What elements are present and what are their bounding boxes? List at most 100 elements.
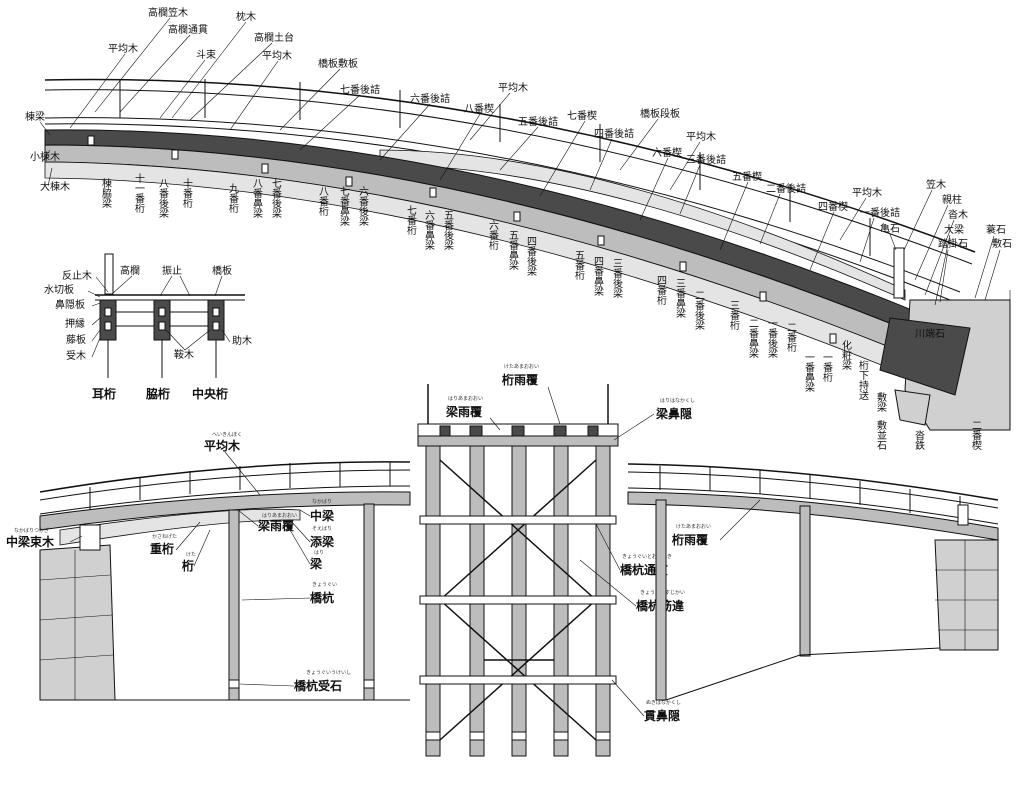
label-kameishi: 亀石 [880, 222, 900, 235]
vlabel-1: 十一番桁 [133, 172, 145, 214]
label-mizukiriita: 水切板 [44, 283, 74, 296]
label-8-kusabi: 八番楔 [464, 103, 494, 115]
vlabel-15: 四番後梁 [525, 236, 537, 277]
label-kyoban: 橋板 [212, 264, 232, 277]
vlabel-17: 四番鼻梁 [592, 256, 604, 297]
handrail-base [44, 117, 961, 293]
label-kyougui: 橋杭 [310, 590, 334, 605]
handrail-mid [44, 89, 973, 265]
label-mimigeta: 耳桁 [92, 386, 116, 401]
vlabel-6: 七番後梁 [270, 178, 282, 219]
label-7-atozume: 七番後詰 [340, 83, 380, 96]
cross-leader-lines [87, 275, 231, 358]
vlabel-31: 敷並石 [875, 419, 887, 450]
right-elevation-labels: けたあまおおい 桁雨覆 [672, 523, 711, 547]
label-5-atozume: 五番後詰 [518, 115, 558, 128]
label-munabari: 棟梁 [25, 110, 45, 123]
label-oomunagi: 大棟木 [40, 180, 70, 193]
vlabel-32: 沓鉄 [913, 429, 925, 451]
abutment-beam [879, 317, 971, 396]
vlabel-5: 八番鼻梁 [251, 178, 263, 219]
wedge-blocks [87, 135, 837, 344]
cross-post [104, 253, 114, 295]
label-heikinboku-2: 平均木 [262, 50, 292, 62]
label-nakabari: 中梁 [310, 508, 334, 523]
label-makuragi: 枕木 [236, 10, 256, 23]
pier-cap-beam [417, 435, 619, 447]
ruby-kyougui-ukeishi: きょうぐいうけいし [306, 669, 351, 676]
label-hariamaooi-pier: 梁雨覆 [445, 404, 483, 419]
ruby-keta: けた [186, 552, 196, 558]
label-ukegi: 受木 [66, 350, 86, 362]
railing-posts [119, 79, 871, 256]
label-3-atozume: 三番後詰 [686, 153, 726, 166]
label-hari: 梁 [309, 556, 322, 571]
label-komunagi: 小棟木 [30, 150, 60, 163]
label-6-atozume: 六番後詰 [410, 92, 450, 105]
vlabel-3: 十番桁 [181, 177, 193, 209]
label-kawabataishi: 川端石 [915, 327, 945, 340]
vlabel-27: 一番桁 [821, 352, 833, 383]
label-minoishi: 蓑石 [986, 224, 1006, 236]
right-rail-top [627, 463, 999, 501]
vlabel-19: 四番桁 [655, 275, 667, 306]
label-heikinboku-4: 平均木 [686, 131, 716, 143]
vlabel-10: 七番桁 [405, 205, 417, 236]
label-heikinboku-5: 平均木 [852, 187, 882, 199]
vlabel-14: 五番鼻梁 [507, 230, 519, 271]
label-kyoban-danita: 橋板段板 [640, 107, 680, 120]
right-leader-lines [719, 499, 761, 541]
label-fumikakeishi: 踏掛石 [938, 237, 968, 250]
label-tozuka: 斗束 [196, 49, 216, 61]
vlabel-9: 六番後梁 [357, 186, 369, 227]
label-kyoban-shikiita: 橋板敷板 [318, 57, 358, 70]
vlabel-2: 八番後梁 [157, 178, 169, 219]
label-4-kusabi: 四番楔 [818, 201, 848, 213]
label-takaran: 高欄 [120, 264, 140, 277]
cross-section-labels: 反止木 高欄 振止 橋板 水切板 鼻隠板 押縁 藤板 受木 助木 鞍木 耳桁 脇… [44, 264, 252, 401]
cross-girder-mid [153, 299, 171, 341]
label-2-atozume: 二番後詰 [766, 182, 806, 195]
label-heikinboku-3: 平均木 [498, 82, 528, 94]
left-elevation-labels: へいきんぼく 平均木 はりあまおおい 梁雨覆 なかばり 中梁 そえばり 添梁 は… [6, 431, 351, 693]
label-kutsugi: 沓木 [948, 208, 968, 221]
label-oyabashira: 親柱 [942, 193, 962, 206]
vlabel-29: 桁下持送 [857, 359, 869, 401]
pier-elevation [417, 384, 619, 757]
vlabel-28: 化粧梁 [840, 339, 852, 371]
vlabel-25: 二番桁 [785, 322, 797, 353]
ruby-heikinboku: へいきんぼく [212, 431, 242, 438]
label-sukegi: 助木 [232, 334, 252, 347]
ruby-hariamaooi-pier: はりあまおおい [448, 395, 483, 402]
label-hanakakushiita: 鼻隠板 [55, 298, 85, 311]
main-section-labels: 高欄笠木 高欄通貫 枕木 高欄土台 平均木 斗束 平均木 橋板敷板 七番後詰 六… [25, 6, 1012, 340]
label-6-kusabi: 六番楔 [652, 147, 682, 159]
left-leader-lines [69, 451, 311, 687]
label-5-kusabi: 五番楔 [732, 171, 762, 183]
label-chuougeta: 中央桁 [192, 386, 228, 401]
label-1-atozume: 一番後詰 [860, 206, 900, 219]
pier-nuki-1 [419, 515, 617, 525]
label-kyougui-ukeishi: 橋杭受石 [294, 678, 342, 693]
ruby-hariamaooi-left: はりあまおおい [262, 512, 297, 519]
label-nukihanakakushi: 貫鼻隠 [644, 708, 680, 723]
right-abutment [934, 539, 999, 651]
vlabel-20: 三番鼻梁 [674, 278, 686, 319]
right-elevation [627, 463, 999, 701]
label-keta: 桁 [182, 558, 194, 573]
vlabel-13: 六番桁 [487, 220, 499, 251]
label-soebari: 添梁 [310, 534, 334, 549]
vlabel-26: 一番鼻梁 [803, 352, 815, 393]
label-harihanakakushi: 梁鼻隠 [655, 406, 692, 421]
main-vertical-labels: 棟脇梁 十一番桁 八番後梁 十番桁 九番桁 八番鼻梁 七番後梁 八番桁 七番鼻梁… [100, 172, 982, 451]
label-takaran-toshinuki: 高欄通貫 [168, 23, 208, 36]
label-hariamaooi-left: 梁雨覆 [257, 518, 295, 533]
vlabel-7: 八番桁 [317, 186, 329, 217]
vlabel-4: 九番桁 [227, 183, 239, 214]
label-takaran-kasagi: 高欄笠木 [148, 6, 188, 19]
ruby-kyougui: きょうぐい [312, 581, 337, 588]
ruby-hari: はり [314, 550, 324, 556]
label-wakigeta: 脇桁 [146, 386, 170, 401]
label-nakabaritsukagi: 中梁束木 [6, 534, 55, 549]
